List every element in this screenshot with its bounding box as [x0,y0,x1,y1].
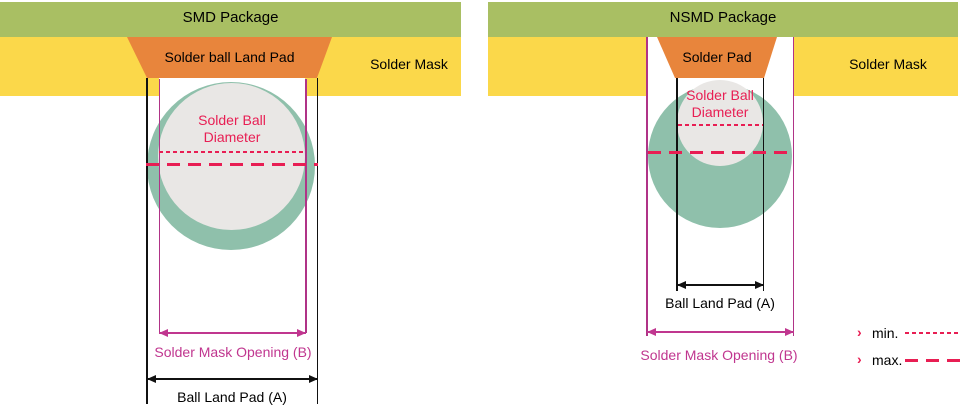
smd-mask-opening-label: Solder Mask Opening (B) [154,344,312,360]
nsmd-ball-diameter-label-line1: Solder Ball [686,87,754,103]
legend-max-chevron-icon: › [857,351,862,367]
smd-mask-opening-dimension-arrow [159,329,306,336]
smd-package-bar [0,2,461,37]
nsmd-pad-label: Solder Pad [682,49,752,65]
smd-ball-diameter-label-line1: Solder Ball [198,112,266,128]
nsmd-package-bar [488,2,958,37]
nsmd-mask-opening-dimension-arrow [647,328,794,335]
smd-land-pad-dimension-arrow [147,375,318,382]
nsmd-opening-edge-line-left [646,37,648,336]
nsmd-min-diameter-dashline [678,124,763,126]
nsmd-opening-edge-line-right [792,37,795,336]
nsmd-max-diameter-dashline [648,151,794,154]
smd-pad-edge-line-right [316,78,319,404]
smd-max-diameter-dashline [146,163,318,166]
nsmd-pad-trapezoid [657,37,777,78]
smd-min-diameter-dashline [159,151,306,153]
smd-solder-ball [158,83,305,230]
smd-ball-diameter-label-line2: Diameter [203,129,261,145]
nsmd-mask-label: Solder Mask [849,56,927,72]
smd-land-pad-label: Ball Land Pad (A) [177,389,287,405]
legend-max-label: max. [872,352,903,368]
legend-min-chevron-icon: › [857,324,862,340]
legend-min-dash-sample [905,332,960,334]
legend-max-dash-sample [905,359,960,362]
nsmd-land-pad-label: Ball Land Pad (A) [665,295,775,311]
smd-opening-edge-line-right [305,79,307,333]
nsmd-title: NSMD Package [669,9,777,26]
nsmd-ball-diameter-label-line2: Diameter [691,104,749,120]
smd-title: SMD Package [182,9,279,26]
smd-opening-edge-line-left [158,79,161,333]
smd-mask-label: Solder Mask [370,56,448,72]
smd-pad-label: Solder ball Land Pad [164,49,295,65]
nsmd-pad-edge-line-right [762,78,765,291]
nsmd-land-pad-dimension-arrow [677,281,764,288]
legend-min-label: min. [872,325,899,341]
smd-land-pad-trapezoid [127,37,332,78]
nsmd-pad-edge-line-left [676,78,678,291]
nsmd-mask-opening-label: Solder Mask Opening (B) [640,347,798,363]
smd-pad-edge-line-left [146,78,148,404]
